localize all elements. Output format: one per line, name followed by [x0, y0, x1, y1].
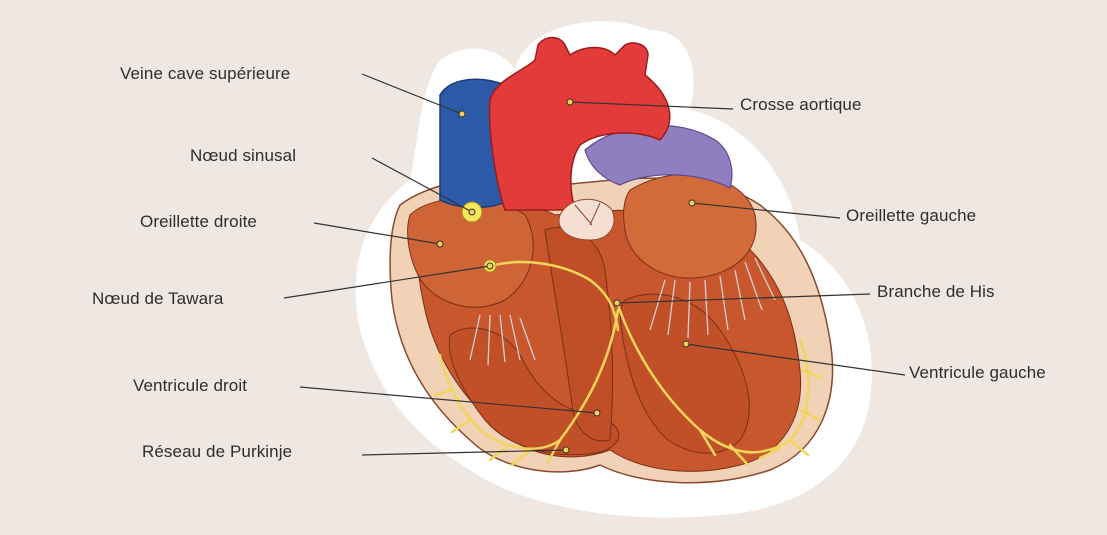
label-ventricule-gauche: Ventricule gauche: [909, 363, 1046, 383]
label-branche-de-his: Branche de His: [877, 282, 995, 302]
label-ventricule-droit: Ventricule droit: [133, 376, 247, 396]
label-noeud-sinusal: Nœud sinusal: [190, 146, 296, 166]
aortic-valve: [559, 199, 614, 240]
label-reseau-de-purkinje: Réseau de Purkinje: [142, 442, 292, 462]
label-noeud-de-tawara: Nœud de Tawara: [92, 289, 223, 309]
label-oreillette-droite: Oreillette droite: [140, 212, 257, 232]
label-oreillette-gauche: Oreillette gauche: [846, 206, 976, 226]
label-veine-cave-superieure: Veine cave supérieure: [120, 64, 290, 84]
left-atrium: [624, 174, 756, 278]
label-crosse-aortique: Crosse aortique: [740, 95, 862, 115]
